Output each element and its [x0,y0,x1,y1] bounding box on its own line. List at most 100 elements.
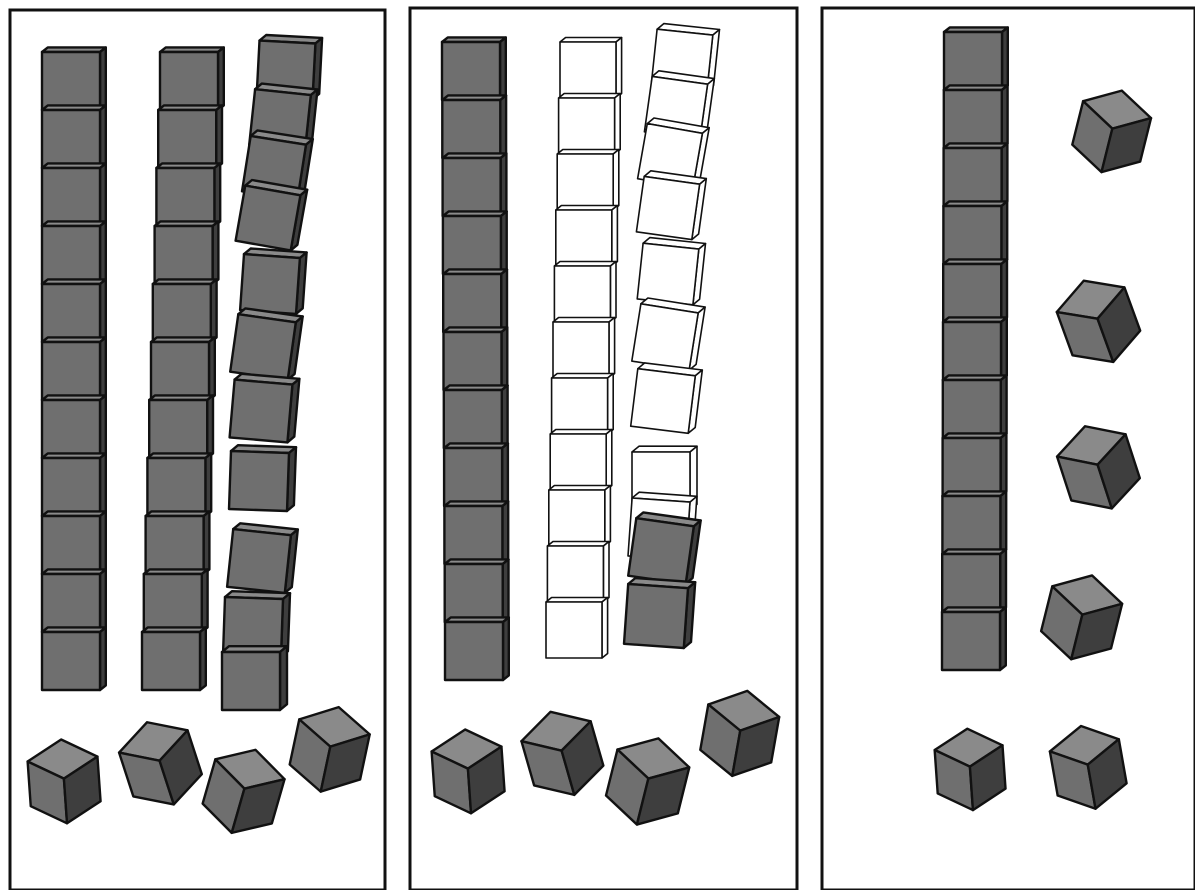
unit-cube [628,512,701,583]
cube-front-face [553,322,609,378]
unit-cube [443,153,507,216]
cube-front-face [42,168,100,226]
cube-front-face [42,632,100,690]
cube-front-face [443,274,501,332]
unit-cube [142,627,206,690]
unit-cube [42,163,106,226]
cube-front-face [547,546,603,602]
cube-front-face [444,332,502,390]
cube-front-face [42,574,100,632]
cube-front-face [628,518,694,584]
cube-front-face [942,612,1000,670]
unit-cube [944,143,1008,206]
unit-cube [944,27,1008,90]
unit-cube [637,238,705,305]
cube-side-face [609,318,615,379]
cube-front-face [153,284,211,342]
unit-cube [156,163,220,226]
rod-3 [222,35,322,710]
unit-cube [229,445,296,511]
unit-cube [444,501,508,564]
loose-cube [516,702,609,805]
panel-2 [430,24,782,834]
cube-front-face [151,342,209,400]
unit-cube [42,453,106,516]
cube-front-face [42,342,100,400]
cube-front-face [222,652,280,710]
cube-front-face [42,400,100,458]
cube-side-face [612,206,618,267]
cube-front-face [942,554,1000,612]
unit-cube [444,385,508,448]
side-cube [1036,567,1127,668]
cube-front-face [230,314,296,380]
cube-front-face [42,516,100,574]
cube-front-face [637,243,699,305]
loose-cube [1046,720,1130,815]
cube-front-face [240,254,300,314]
cube-front-face [944,90,1002,148]
cube-front-face [552,378,608,434]
unit-cube [144,569,208,632]
unit-cube [549,486,611,547]
unit-cube [554,262,616,323]
unit-cube [42,511,106,574]
unit-cube [42,47,106,110]
panel-3 [933,27,1155,814]
unit-cube [944,85,1008,148]
unit-cube [149,395,213,458]
unit-cube [443,211,507,274]
cube-front-face [42,284,100,342]
unit-cube [240,249,307,314]
cube-front-face [236,186,301,251]
unit-cube [153,279,217,342]
cube-front-face [636,176,699,239]
unit-cube [222,646,287,710]
unit-cube [943,433,1007,496]
unit-cube [236,180,308,250]
cube-front-face [943,264,1001,322]
unit-cube [444,443,508,506]
cube-front-face [42,458,100,516]
unit-cube [444,327,508,390]
cube-front-face [442,100,500,158]
loose-cube [113,711,208,815]
cube-front-face [146,516,204,574]
unit-cube [147,453,211,516]
unit-cube [943,375,1007,438]
unit-cube [942,491,1006,554]
rod-3 [624,24,720,648]
cube-front-face [42,52,100,110]
cube-side-face [603,542,609,603]
unit-cube [556,206,618,267]
loose-cube [26,737,102,826]
cube-front-face [149,400,207,458]
unit-cube [624,578,695,648]
cube-front-face [229,451,289,511]
unit-cube [42,337,106,400]
cube-front-face [943,380,1001,438]
unit-cube [559,94,621,155]
cube-front-face [944,148,1002,206]
unit-cube [631,363,703,433]
unit-cube [160,47,224,110]
cube-front-face [560,42,616,98]
cube-front-face [624,584,688,648]
cube-front-face [42,110,100,168]
cube-front-face [559,98,615,154]
unit-cube [550,430,612,491]
cube-front-face [444,506,502,564]
cube-front-face [550,434,606,490]
loose-cube [197,740,290,843]
cube-side-face [605,486,611,547]
unit-cube [636,171,706,240]
cube-front-face [147,458,205,516]
loose-cube [430,727,506,816]
loose-cube [933,726,1007,812]
rod-1 [42,47,106,690]
unit-cube [560,38,622,99]
cube-top-face [632,446,697,452]
cube-front-face [442,42,500,100]
unit-cube [42,221,106,284]
